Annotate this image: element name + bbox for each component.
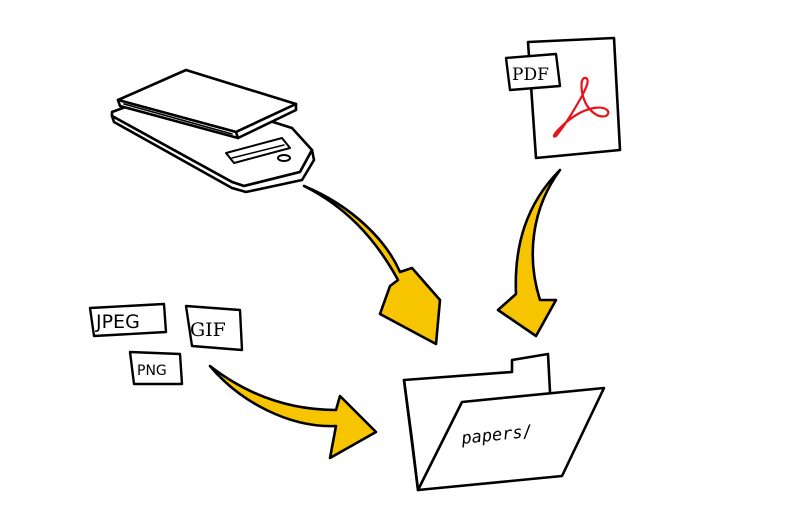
pdf-document: PDF	[504, 36, 622, 160]
gif-tag: GIF	[184, 304, 244, 352]
open-folder-icon	[402, 352, 606, 492]
arrow-pdf-to-folder	[496, 168, 562, 338]
png-tag: PNG	[128, 350, 184, 386]
png-label: PNG	[137, 363, 167, 379]
arrow-scanner-to-folder	[302, 184, 442, 346]
jpeg-label: JPEG	[95, 311, 140, 333]
pdf-label-tag: PDF	[504, 52, 562, 92]
arrow-images-to-folder	[208, 364, 378, 460]
pdf-label: PDF	[512, 65, 549, 85]
jpeg-tag: JPEG	[88, 302, 168, 338]
adobe-acrobat-logo-icon	[552, 76, 610, 138]
flatbed-scanner-icon	[110, 68, 316, 194]
gif-label: GIF	[190, 319, 226, 341]
